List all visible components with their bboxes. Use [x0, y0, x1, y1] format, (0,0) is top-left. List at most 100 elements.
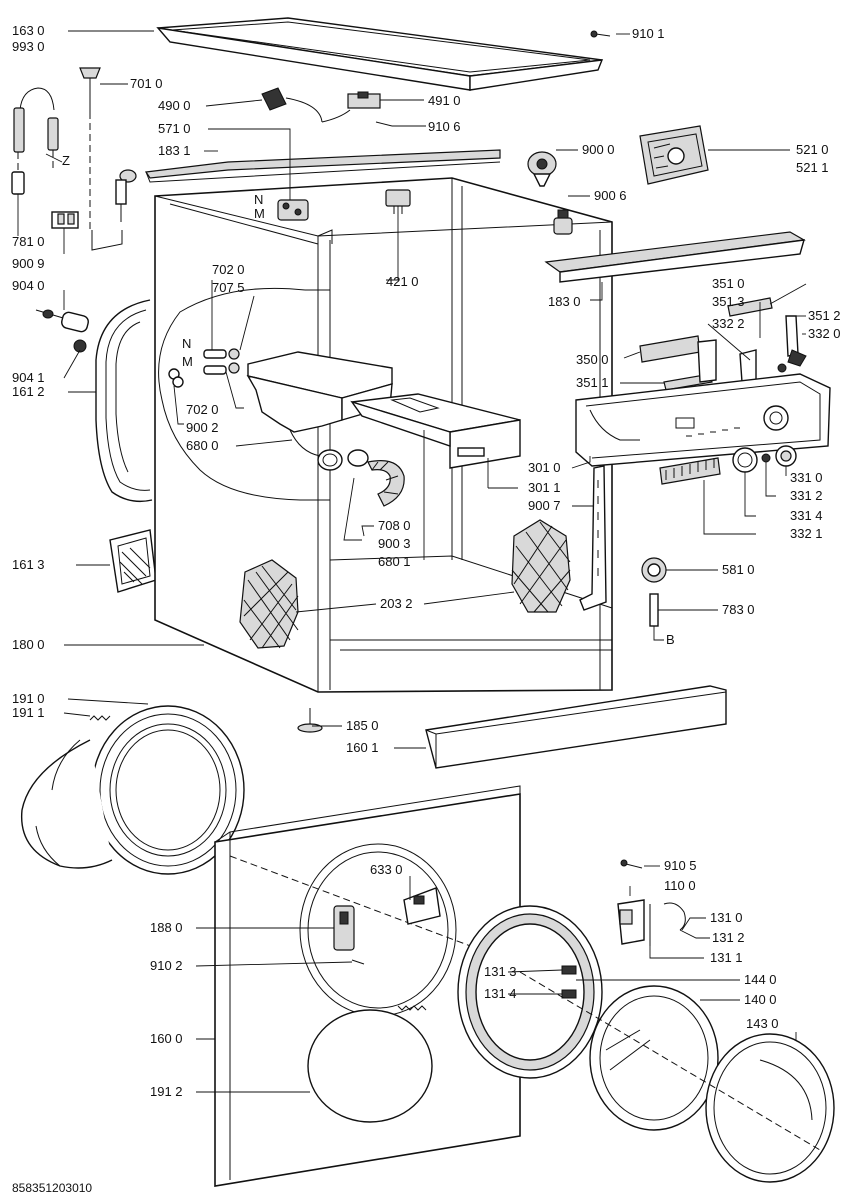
label-9003: 900 3	[378, 536, 411, 551]
front-panel-1600	[214, 785, 541, 1187]
screw-9105	[620, 859, 643, 869]
label-1311: 131 1	[710, 950, 743, 965]
screw-7010	[79, 67, 123, 251]
door-seal-1910	[20, 705, 245, 875]
part-9040	[35, 309, 89, 353]
label-9000: 900 0	[582, 142, 615, 157]
label-3314: 331 4	[790, 508, 823, 523]
front-cross-1830	[544, 231, 806, 283]
document-number: 858351203010	[12, 1181, 92, 1195]
leader-lines	[17, 30, 807, 1093]
label-9009: 900 9	[12, 256, 45, 271]
label-9007: 900 7	[528, 498, 561, 513]
label-1312: 131 2	[712, 930, 745, 945]
control-parts	[639, 297, 807, 391]
label-3320: 332 0	[808, 326, 841, 341]
label-3511: 351 1	[576, 375, 609, 390]
label-3011: 301 1	[528, 480, 561, 495]
label-m2: M	[182, 354, 193, 369]
bellows-7080	[347, 449, 405, 507]
mesh-2032	[239, 519, 571, 649]
rod-7830	[649, 593, 659, 627]
label-7810: 781 0	[12, 234, 45, 249]
label-1630: 163 0	[12, 23, 45, 38]
door-glass-1400	[589, 985, 719, 1131]
label-6330: 633 0	[370, 862, 403, 877]
foot-1850	[297, 708, 323, 733]
buttons-3321	[659, 457, 721, 485]
label-1800: 180 0	[12, 637, 45, 652]
label-1440: 144 0	[744, 972, 777, 987]
solenoid-4900	[261, 87, 351, 123]
label-1880: 188 0	[150, 920, 183, 935]
screw-9106	[375, 121, 393, 127]
label-9930: 993 0	[12, 39, 45, 54]
label-9102: 910 2	[150, 958, 183, 973]
label-1601: 160 1	[346, 740, 379, 755]
label-9106: 910 6	[428, 119, 461, 134]
label-3321: 332 1	[790, 526, 823, 541]
board-5210	[639, 125, 709, 185]
part-5810	[641, 557, 667, 583]
part-labels: 163 0 993 0 701 0 490 0 571 0 183 1 Z N …	[12, 23, 841, 1195]
inlet-hose	[11, 87, 59, 195]
label-6801: 680 1	[378, 554, 411, 569]
cabinet	[154, 177, 613, 693]
label-2032: 203 2	[380, 596, 413, 611]
label-5810: 581 0	[722, 562, 755, 577]
label-3510: 351 0	[712, 276, 745, 291]
rear-gasket-panel	[95, 299, 153, 503]
label-1910: 191 0	[12, 691, 45, 706]
label-3322: 332 2	[712, 316, 745, 331]
part-9006	[553, 209, 573, 235]
label-5211: 521 1	[796, 160, 829, 175]
screw-9101	[590, 30, 611, 38]
label-1831: 183 1	[158, 143, 191, 158]
label-9041: 904 1	[12, 370, 45, 385]
label-7075: 707 5	[212, 280, 245, 295]
label-1430: 143 0	[746, 1016, 779, 1031]
label-1912: 191 2	[150, 1084, 183, 1099]
part-4910	[347, 91, 398, 109]
label-3310: 331 0	[790, 470, 823, 485]
label-n1: N	[254, 192, 263, 207]
label-6800: 680 0	[186, 438, 219, 453]
spring-1911	[89, 715, 111, 721]
label-3500: 350 0	[576, 352, 609, 367]
label-1830: 183 0	[548, 294, 581, 309]
label-b: B	[666, 632, 675, 647]
outer-door-1430	[705, 1033, 835, 1183]
label-1911: 191 1	[12, 705, 45, 720]
top-lid	[156, 17, 604, 91]
part-1613	[109, 529, 157, 593]
label-1850: 185 0	[346, 718, 379, 733]
label-7830: 783 0	[722, 602, 755, 617]
label-1612: 161 2	[12, 384, 45, 399]
label-z: Z	[62, 153, 70, 168]
pressure-switch-9000	[527, 151, 557, 187]
label-1313: 131 3	[484, 964, 517, 979]
label-7020a: 702 0	[212, 262, 245, 277]
label-9101: 910 1	[632, 26, 665, 41]
label-n2: N	[182, 336, 191, 351]
detergent-drawer	[350, 393, 521, 469]
door-axis-line	[519, 971, 821, 1151]
label-4900: 490 0	[158, 98, 191, 113]
parts-7020-7075	[168, 348, 240, 388]
label-1100: 110 0	[664, 878, 696, 893]
label-3512: 351 2	[808, 308, 841, 323]
label-5710: 571 0	[158, 121, 191, 136]
harness-9007	[579, 465, 607, 611]
label-7010: 701 0	[130, 76, 163, 91]
label-4910: 491 0	[428, 93, 461, 108]
label-5210: 521 0	[796, 142, 829, 157]
label-m1: M	[254, 206, 265, 221]
label-7020b: 702 0	[186, 402, 219, 417]
label-1314: 131 4	[484, 986, 517, 1001]
label-7080: 708 0	[378, 518, 411, 533]
label-1600: 160 0	[150, 1031, 183, 1046]
label-9006: 900 6	[594, 188, 627, 203]
label-1400: 140 0	[744, 992, 777, 1007]
